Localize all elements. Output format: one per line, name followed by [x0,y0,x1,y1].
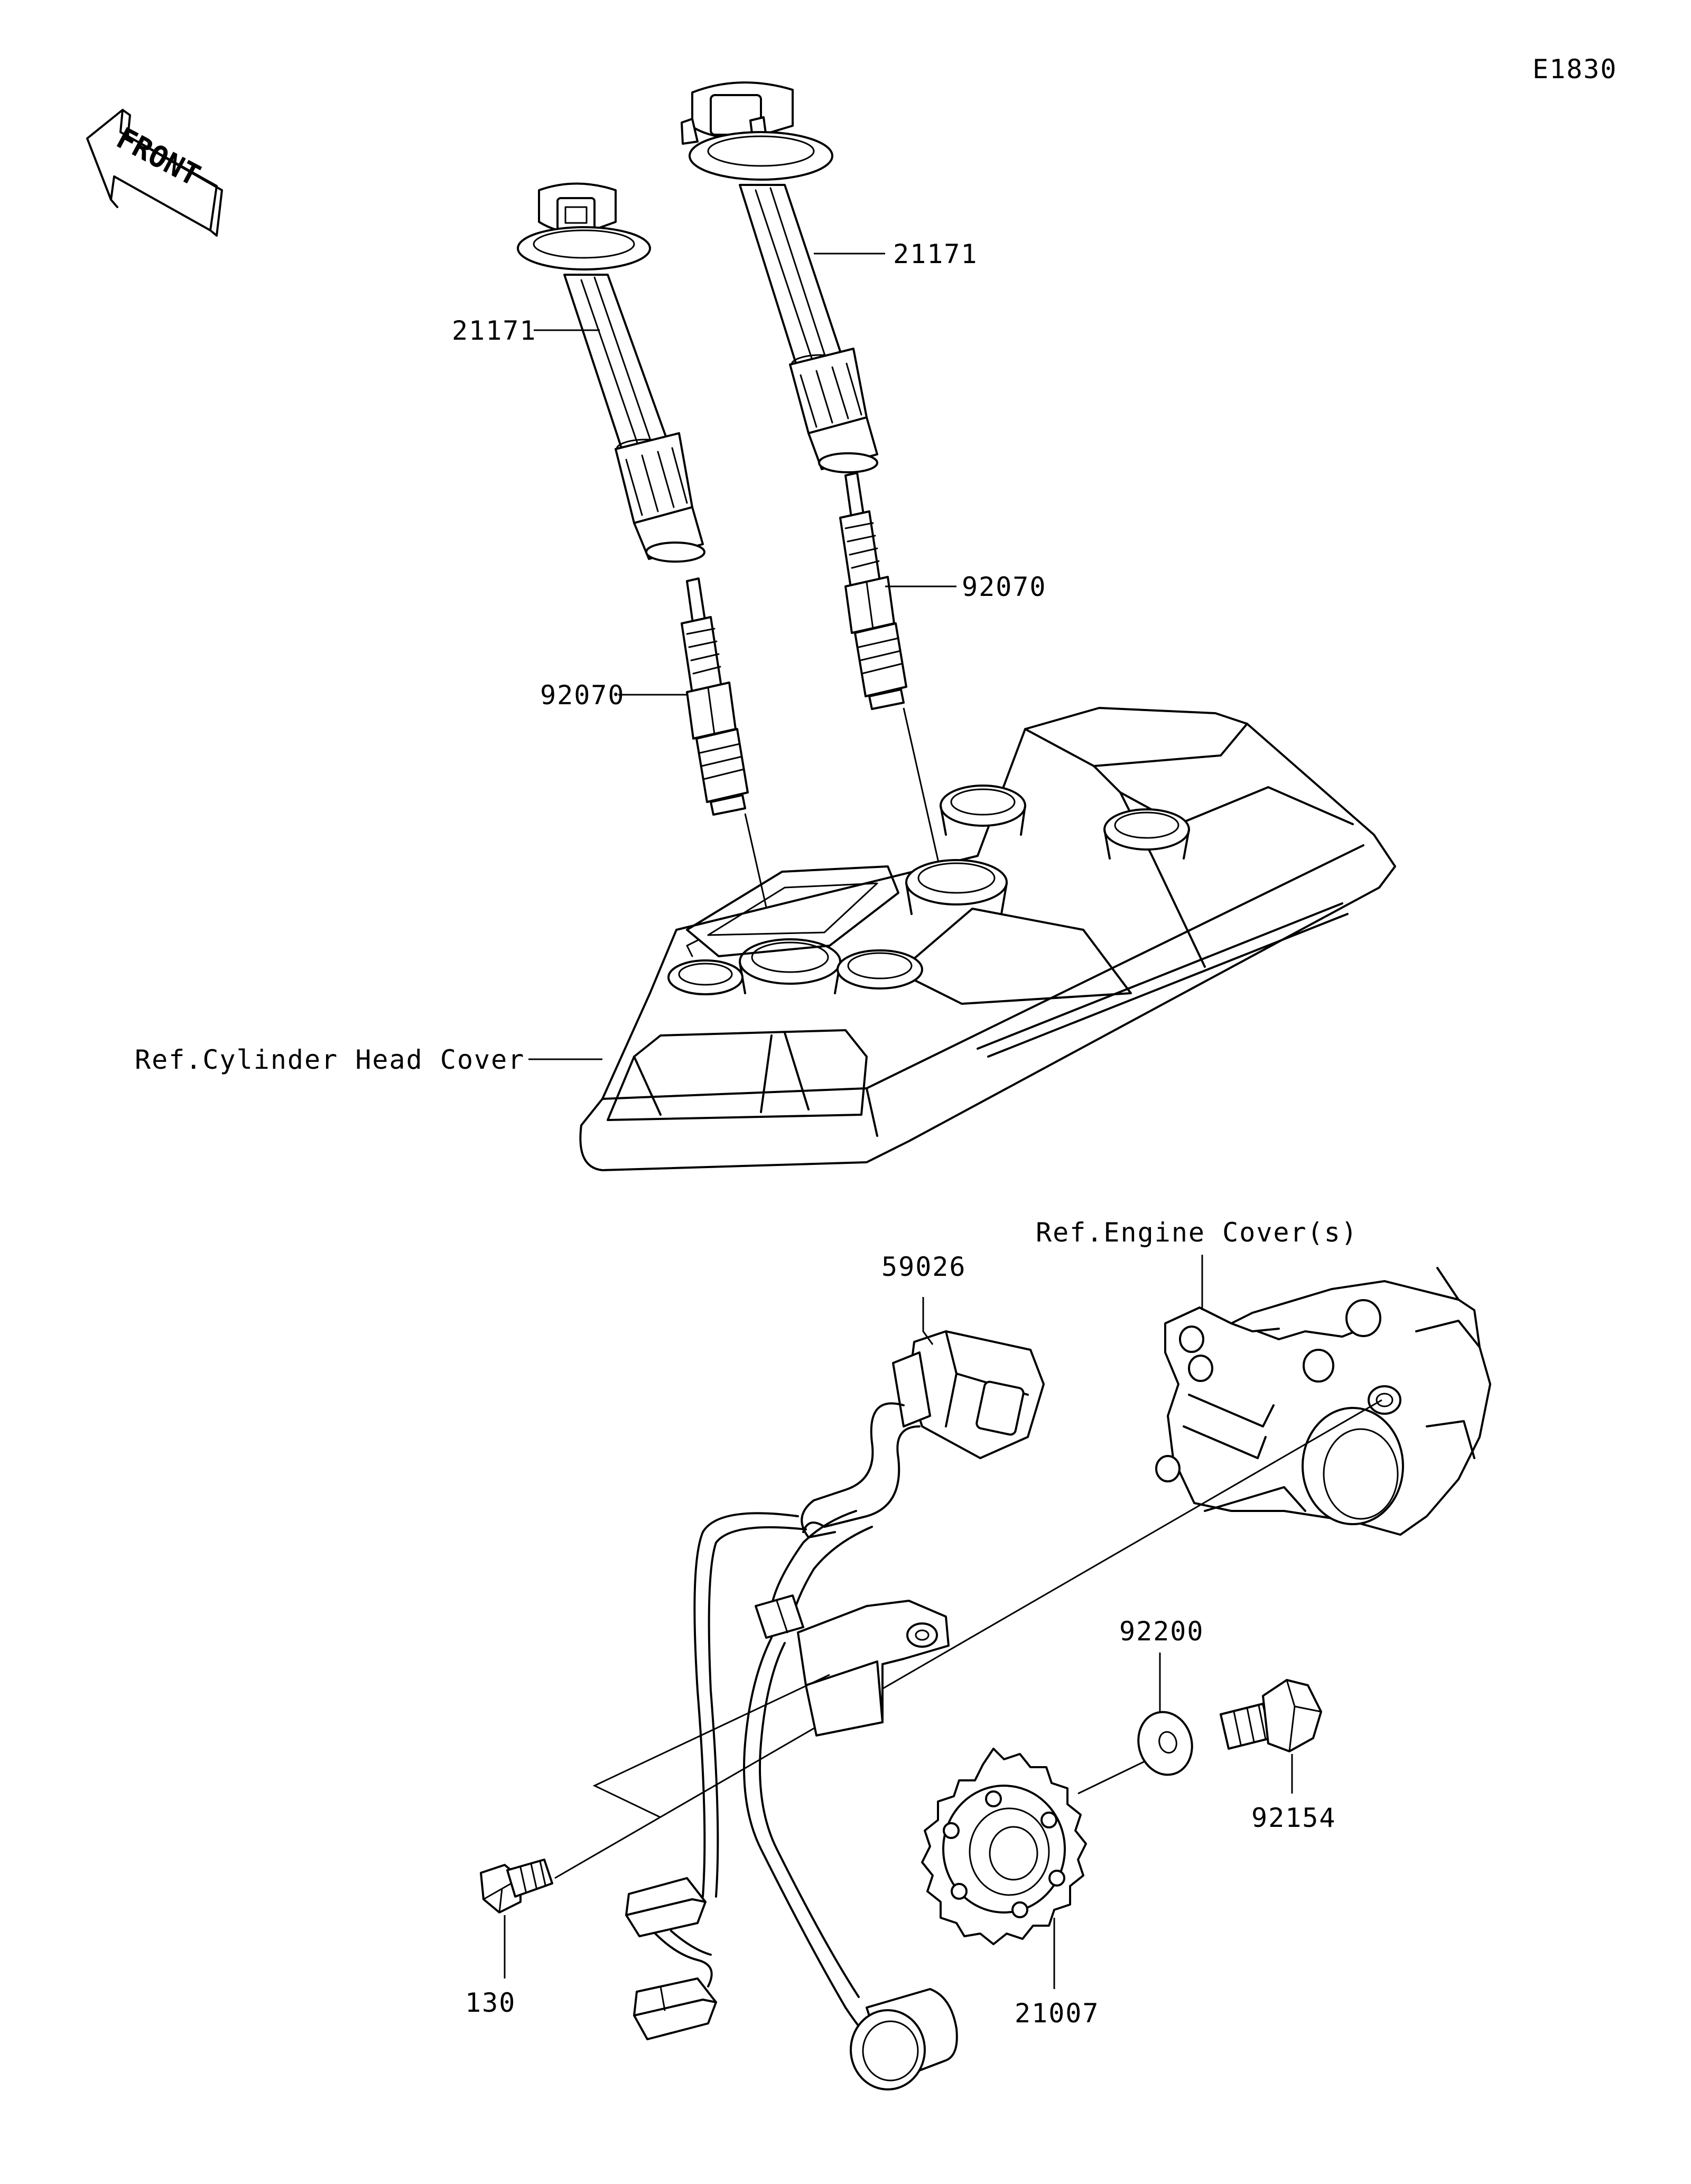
spark-plug-left [681,577,749,816]
ref-engine-cover-label: Ref.Engine Cover(s) [1036,1217,1358,1248]
callout-ignition-coil-left: 21171 [452,315,537,346]
alignment-line-right [903,707,942,872]
engine-cover [1155,1267,1491,1536]
callout-washer: 92200 [1119,1616,1204,1647]
washer [1137,1711,1193,1776]
callout-bolt-92154: 92154 [1251,1803,1336,1833]
front-arrow-icon: FRONT [86,109,223,237]
bracket-guide [592,1674,830,1818]
spark-plug-right [839,472,907,710]
crankshaft-sensor-harness [625,1330,1045,2090]
cylinder-head-cover [579,707,1396,1171]
ignition-coil-left [517,182,705,563]
callout-timing-rotor: 21007 [1015,1998,1100,2029]
callout-crankshaft-sensor: 59026 [881,1252,967,1282]
timing-rotor [921,1748,1087,1945]
ref-cylinder-head-cover-label: Ref.Cylinder Head Cover [135,1044,525,1075]
callout-spark-plug-left: 92070 [540,680,625,711]
bolt-92154 [1220,1679,1322,1752]
leader-sensor [922,1297,934,1345]
callout-ignition-coil-right: 21171 [893,239,978,269]
bolt-130 [480,1859,553,1914]
assembly-line-sensor [554,1399,1382,1879]
ignition-coil-right [681,81,878,473]
assembly-line-rotor [1077,1756,1155,1795]
callout-bolt-130: 130 [465,1987,516,2018]
diagram-code: E1830 [1532,54,1618,85]
callout-spark-plug-right: 92070 [962,572,1047,602]
